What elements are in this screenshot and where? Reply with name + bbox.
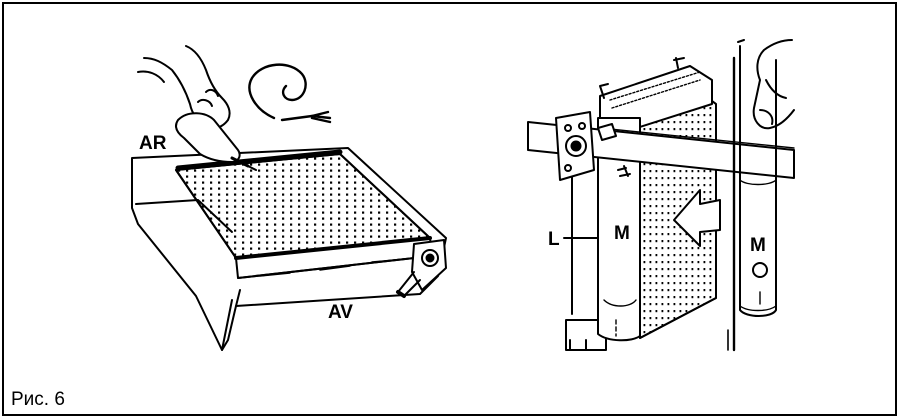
direction-arrow (673, 189, 721, 247)
figure-caption: Рис. 6 (11, 389, 65, 410)
tube-m-right (727, 39, 777, 352)
radiator-core-left (175, 149, 433, 279)
label-ar: AR (139, 133, 167, 154)
label-m-left: M (614, 223, 630, 244)
bolt-bracket-left (396, 239, 447, 298)
hand-right (752, 39, 795, 130)
clamp-block (555, 111, 631, 181)
label-av: AV (328, 302, 353, 323)
hand-bottle (137, 45, 257, 171)
label-l: L (548, 229, 560, 250)
coiled-wire (248, 63, 332, 124)
label-m-right: M (750, 235, 766, 256)
left-drawing (131, 45, 447, 351)
clamp-bar (527, 121, 795, 179)
right-drawing (527, 39, 795, 352)
